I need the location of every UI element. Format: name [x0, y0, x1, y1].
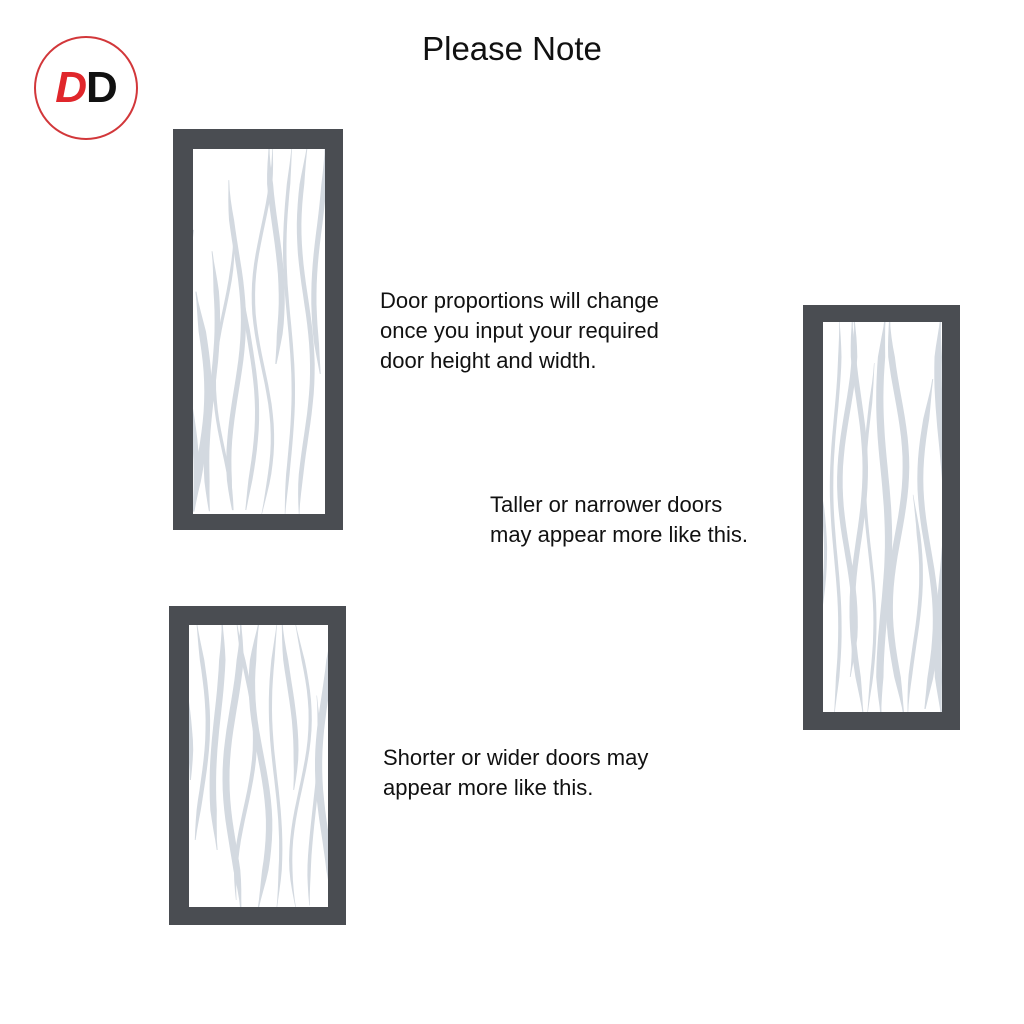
note-line: may appear more like this.: [490, 522, 748, 547]
zebra-stripe: [193, 291, 212, 512]
note-taller: Taller or narrower doors may appear more…: [490, 490, 748, 550]
zebra-stripe: [189, 701, 194, 780]
zebra-stripe: [849, 322, 868, 712]
zebra-stripe: [248, 625, 273, 907]
zebra-stripe: [222, 625, 244, 907]
zebra-stripe: [311, 149, 325, 374]
zebra-stripe: [268, 625, 283, 907]
zebra-pattern-icon: [193, 149, 325, 514]
zebra-stripe: [193, 229, 200, 510]
zebra-stripe: [315, 651, 328, 880]
door-tall-narrow: [803, 305, 960, 730]
zebra-stripe: [876, 322, 893, 712]
note-line: door height and width.: [380, 348, 597, 373]
zebra-stripe: [281, 625, 299, 790]
zebra-stripe: [934, 322, 942, 712]
zebra-stripe: [886, 322, 910, 712]
logo-letter-left: D: [55, 63, 87, 112]
note-line: once you input your required: [380, 318, 659, 343]
zebra-stripe: [203, 251, 221, 512]
zebra-stripe: [283, 149, 295, 514]
logo-letter-right: D: [86, 63, 118, 112]
door-standard: [173, 129, 343, 530]
zebra-stripe: [907, 494, 923, 712]
zebra-pattern-icon: [823, 322, 942, 712]
zebra-stripe: [296, 149, 315, 514]
zebra-pattern-icon: [189, 625, 328, 907]
page-title: Please Note: [422, 30, 602, 67]
zebra-stripe: [823, 500, 828, 605]
zebra-stripe: [242, 290, 260, 510]
glass-panel: [193, 149, 325, 514]
zebra-stripe: [863, 363, 877, 712]
zebra-stripe: [209, 625, 226, 850]
note-line: Door proportions will change: [380, 288, 659, 313]
door-short-wide: [169, 606, 346, 925]
glass-panel: [189, 625, 328, 907]
note-proportions: Door proportions will change once you in…: [380, 286, 659, 376]
zebra-stripe: [917, 379, 939, 709]
zebra-stripe: [829, 322, 842, 712]
note-line: Taller or narrower doors: [490, 492, 723, 517]
zebra-stripe: [194, 625, 211, 840]
zebra-stripe: [212, 230, 235, 511]
glass-panel: [823, 322, 942, 712]
note-line: Shorter or wider doors may: [383, 745, 649, 770]
zebra-stripe: [226, 180, 246, 511]
note-line: appear more like this.: [383, 775, 594, 800]
note-shorter: Shorter or wider doors may appear more l…: [383, 743, 648, 803]
zebra-stripe: [267, 149, 285, 364]
zebra-stripe: [289, 625, 312, 907]
